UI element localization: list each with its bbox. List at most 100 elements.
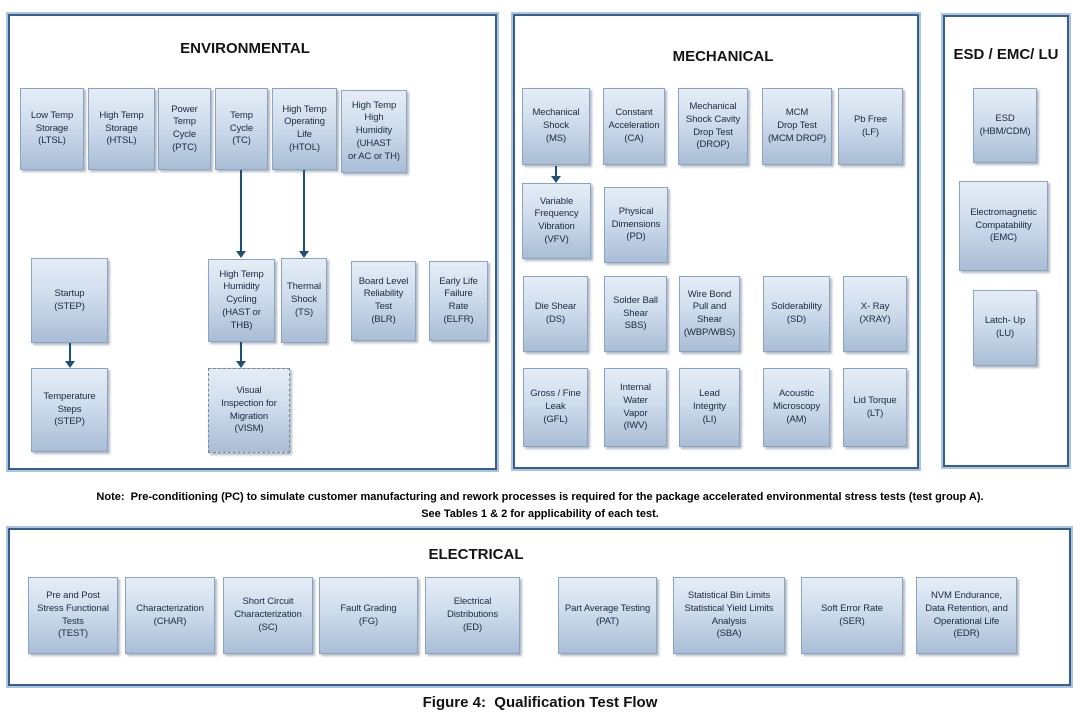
test-box-edr-label: NVM Endurance, Data Retention, and Opera… (925, 590, 1008, 640)
test-box-am: Acoustic Microscopy (AM) (763, 368, 830, 447)
test-box-edr: NVM Endurance, Data Retention, and Opera… (916, 577, 1017, 654)
figure-caption: Figure 4: Qualification Test Flow (422, 694, 658, 711)
test-box-li-label: Lead Integrity (LI) (693, 388, 726, 425)
test-box-uhast: High Temp High Humidity (UHAST or AC or … (341, 90, 407, 173)
arrow-tc-to-hast-thb (236, 170, 246, 258)
test-box-xray-label: X- Ray (XRAY) (859, 301, 891, 325)
test-box-ser: Soft Error Rate (SER) (801, 577, 903, 654)
test-box-sbs: Solder Ball Shear SBS) (604, 276, 667, 352)
test-box-char: Characterization (CHAR) (125, 577, 215, 654)
test-box-tc-label: Temp Cycle (TC) (229, 109, 254, 147)
test-box-temp-steps-label: Temperature Steps (STEP) (43, 390, 96, 428)
test-box-ptc-label: Power Temp Cycle (PTC) (171, 103, 198, 153)
test-box-vfv-label: Variable Frequency Vibration (VFV) (534, 195, 579, 245)
test-box-ms-label: Mechanical Shock (MS) (532, 107, 580, 144)
test-box-lf-label: Pb Free (LF) (853, 113, 888, 138)
test-box-elfr: Early Life Failure Rate (ELFR) (429, 261, 488, 341)
test-box-ds-label: Die Shear (DS) (534, 301, 577, 325)
esd-emc-lu-section-frame (943, 15, 1069, 467)
test-box-test: Pre and Post Stress Functional Tests (TE… (28, 577, 118, 654)
test-box-sd-label: Solderability (SD) (771, 301, 822, 325)
test-box-iwv: Internal Water Vapor (IWV) (604, 368, 667, 447)
test-box-ser-label: Soft Error Rate (SER) (821, 602, 883, 627)
test-box-sba-label: Statistical Bin Limits Statistical Yield… (684, 590, 774, 640)
test-box-sba: Statistical Bin Limits Statistical Yield… (673, 577, 785, 654)
test-box-htol-label: High Temp Operating Life (HTOL) (282, 103, 327, 153)
test-box-hast-thb: High Temp Humidity Cycling (HAST or THB) (208, 259, 275, 342)
test-box-esd-label: ESD (HBM/CDM) (979, 112, 1031, 137)
test-box-am-label: Acoustic Microscopy (AM) (772, 388, 821, 425)
test-box-li: Lead Integrity (LI) (679, 368, 740, 447)
test-box-startup: Startup (STEP) (31, 258, 108, 343)
arrow-hast-thb-to-vism (236, 342, 246, 368)
arrow-htol-to-ts (299, 170, 309, 258)
test-box-vfv: Variable Frequency Vibration (VFV) (522, 183, 591, 259)
preconditioning-note-line2: See Tables 1 & 2 for applicability of ea… (421, 508, 659, 520)
test-box-ca-label: Constant Acceleration (CA) (608, 107, 660, 144)
test-box-tc: Temp Cycle (TC) (215, 88, 268, 170)
test-box-lu: Latch- Up (LU) (973, 290, 1037, 366)
esd-emc-lu-section-title: ESD / EMC/ LU (953, 46, 1059, 63)
test-box-blr-label: Board Level Reliability Test (BLR) (358, 275, 409, 325)
test-box-fg: Fault Grading (FG) (319, 577, 418, 654)
test-box-ed-label: Electrical Distributions (ED) (447, 596, 498, 633)
test-box-pat: Part Average Testing (PAT) (558, 577, 657, 654)
test-box-vism: Visual Inspection for Migration (VISM) (208, 368, 290, 453)
test-box-gfl-label: Gross / Fine Leak (GFL) (530, 388, 581, 425)
test-box-lt: Lid Torque (LT) (843, 368, 907, 447)
test-box-startup-label: Startup (STEP) (54, 287, 85, 312)
test-box-drop-label: Mechanical Shock Cavity Drop Test (DROP) (685, 101, 741, 151)
mechanical-section-frame (513, 14, 919, 469)
test-box-ltsl: Low Temp Storage (LTSL) (20, 88, 84, 170)
test-box-mcm-drop-label: MCM Drop Test (MCM DROP) (767, 107, 827, 144)
test-box-sbs-label: Solder Ball Shear SBS) (613, 294, 658, 332)
test-box-fg-label: Fault Grading (FG) (340, 602, 397, 627)
test-box-htol: High Temp Operating Life (HTOL) (272, 88, 337, 170)
test-box-ts: Thermal Shock (TS) (281, 258, 327, 343)
test-box-drop: Mechanical Shock Cavity Drop Test (DROP) (678, 88, 748, 165)
test-box-pd-label: Physical Dimensions (PD) (611, 205, 661, 243)
test-box-pat-label: Part Average Testing (PAT) (564, 602, 651, 627)
test-box-ptc: Power Temp Cycle (PTC) (158, 88, 211, 170)
test-box-temp-steps: Temperature Steps (STEP) (31, 368, 108, 452)
test-box-char-label: Characterization (CHAR) (136, 602, 204, 627)
test-box-sc: Short Circuit Characterization (SC) (223, 577, 313, 654)
test-box-ds: Die Shear (DS) (523, 276, 588, 352)
test-box-lt-label: Lid Torque (LT) (853, 394, 897, 419)
test-box-lf: Pb Free (LF) (838, 88, 903, 165)
preconditioning-note-line1: Note: Pre-conditioning (PC) to simulate … (96, 491, 984, 503)
test-box-blr: Board Level Reliability Test (BLR) (351, 261, 416, 341)
test-box-htsl-label: High Temp Storage (HTSL) (99, 109, 144, 147)
test-box-lu-label: Latch- Up (LU) (984, 315, 1026, 339)
test-box-sc-label: Short Circuit Characterization (SC) (234, 596, 302, 633)
mechanical-section-title: MECHANICAL (672, 48, 774, 65)
test-box-emc-label: Electromagnetic Compatability (EMC) (970, 206, 1037, 244)
test-box-wbp-wbs: Wire Bond Pull and Shear (WBP/WBS) (679, 276, 740, 352)
test-box-ca: Constant Acceleration (CA) (603, 88, 665, 165)
arrow-startup-to-temp-steps (65, 343, 75, 368)
test-box-emc: Electromagnetic Compatability (EMC) (959, 181, 1048, 271)
test-box-ms: Mechanical Shock (MS) (522, 88, 590, 165)
arrow-ms-to-vfv (551, 166, 561, 183)
test-box-elfr-label: Early Life Failure Rate (ELFR) (439, 275, 478, 325)
test-box-esd: ESD (HBM/CDM) (973, 88, 1037, 163)
test-box-hast-thb-label: High Temp Humidity Cycling (HAST or THB) (219, 268, 264, 331)
test-box-ltsl-label: Low Temp Storage (LTSL) (30, 109, 74, 147)
test-box-xray: X- Ray (XRAY) (843, 276, 907, 352)
test-box-htsl: High Temp Storage (HTSL) (88, 88, 155, 170)
test-box-ts-label: Thermal Shock (TS) (286, 281, 322, 318)
environmental-section-title: ENVIRONMENTAL (180, 40, 310, 57)
test-box-pd: Physical Dimensions (PD) (604, 187, 668, 263)
environmental-section-frame (8, 14, 497, 470)
test-box-sd: Solderability (SD) (763, 276, 830, 352)
test-box-mcm-drop: MCM Drop Test (MCM DROP) (762, 88, 832, 165)
test-box-iwv-label: Internal Water Vapor (IWV) (620, 382, 651, 432)
electrical-section-frame (8, 528, 1071, 686)
test-box-wbp-wbs-label: Wire Bond Pull and Shear (WBP/WBS) (683, 288, 736, 338)
test-box-uhast-label: High Temp High Humidity (UHAST or AC or … (348, 99, 400, 162)
test-box-ed: Electrical Distributions (ED) (425, 577, 520, 654)
electrical-section-title: ELECTRICAL (428, 546, 524, 563)
test-box-gfl: Gross / Fine Leak (GFL) (523, 368, 588, 447)
test-box-vism-label: Visual Inspection for Migration (VISM) (221, 385, 277, 435)
